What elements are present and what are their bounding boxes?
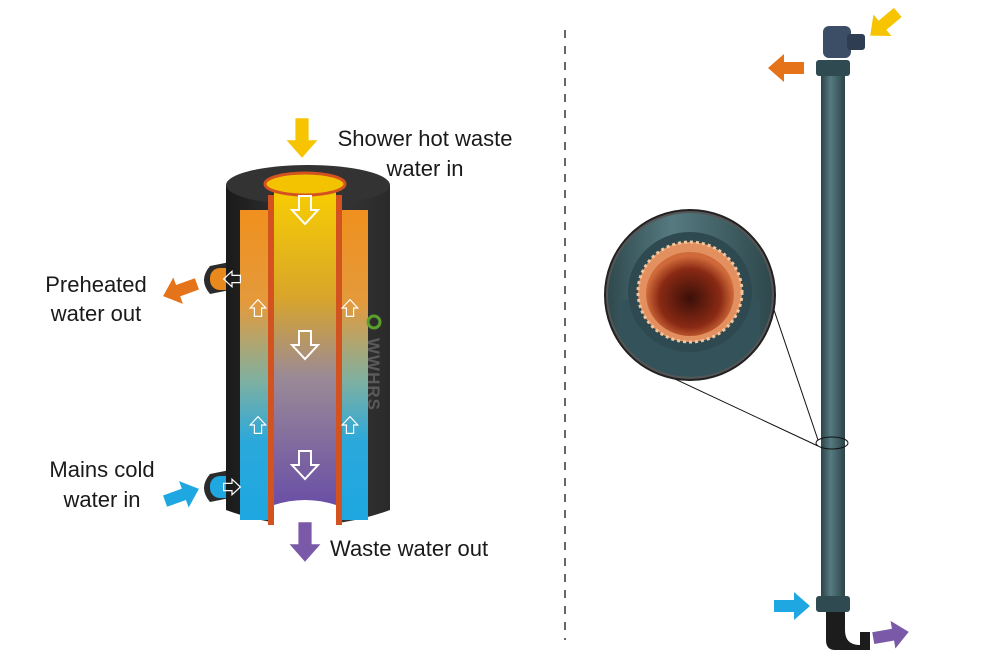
cold-in-label-line1: Mains cold <box>49 457 154 482</box>
right-preheated-out-arrow-icon <box>768 54 804 82</box>
heat-exchanger-cutaway: WWHRS <box>204 165 390 525</box>
hot-in-label-line2: water in <box>385 156 463 181</box>
pipe <box>821 60 845 610</box>
annulus-left <box>240 210 270 520</box>
preheated-label-line2: water out <box>50 301 142 326</box>
right-hot-in-arrow-icon <box>861 1 907 47</box>
waste-out-arrow-icon <box>289 522 321 562</box>
right-cold-in-arrow-icon <box>774 592 810 620</box>
preheated-label-line1: Preheated <box>45 272 147 297</box>
annulus-right <box>338 210 368 520</box>
installed-unit <box>815 26 870 650</box>
bottom-elbow <box>826 612 870 650</box>
cold-in-arrow-icon <box>160 475 204 515</box>
inner-pipe <box>274 185 336 505</box>
hot-in-label-line1: Shower hot waste <box>338 126 513 151</box>
preheated-out-arrow-icon <box>158 270 202 310</box>
right-waste-out-arrow-icon <box>870 618 912 652</box>
top-fitting <box>823 26 851 58</box>
waste-out-label: Waste water out <box>330 536 488 561</box>
wwhrs-logo-text: WWHRS <box>364 338 383 411</box>
wwhrs-logo-icon <box>366 314 382 330</box>
cold-in-label-line2: water in <box>62 487 140 512</box>
magnified-cross-section <box>604 209 776 381</box>
hot-in-arrow-icon <box>286 118 318 158</box>
